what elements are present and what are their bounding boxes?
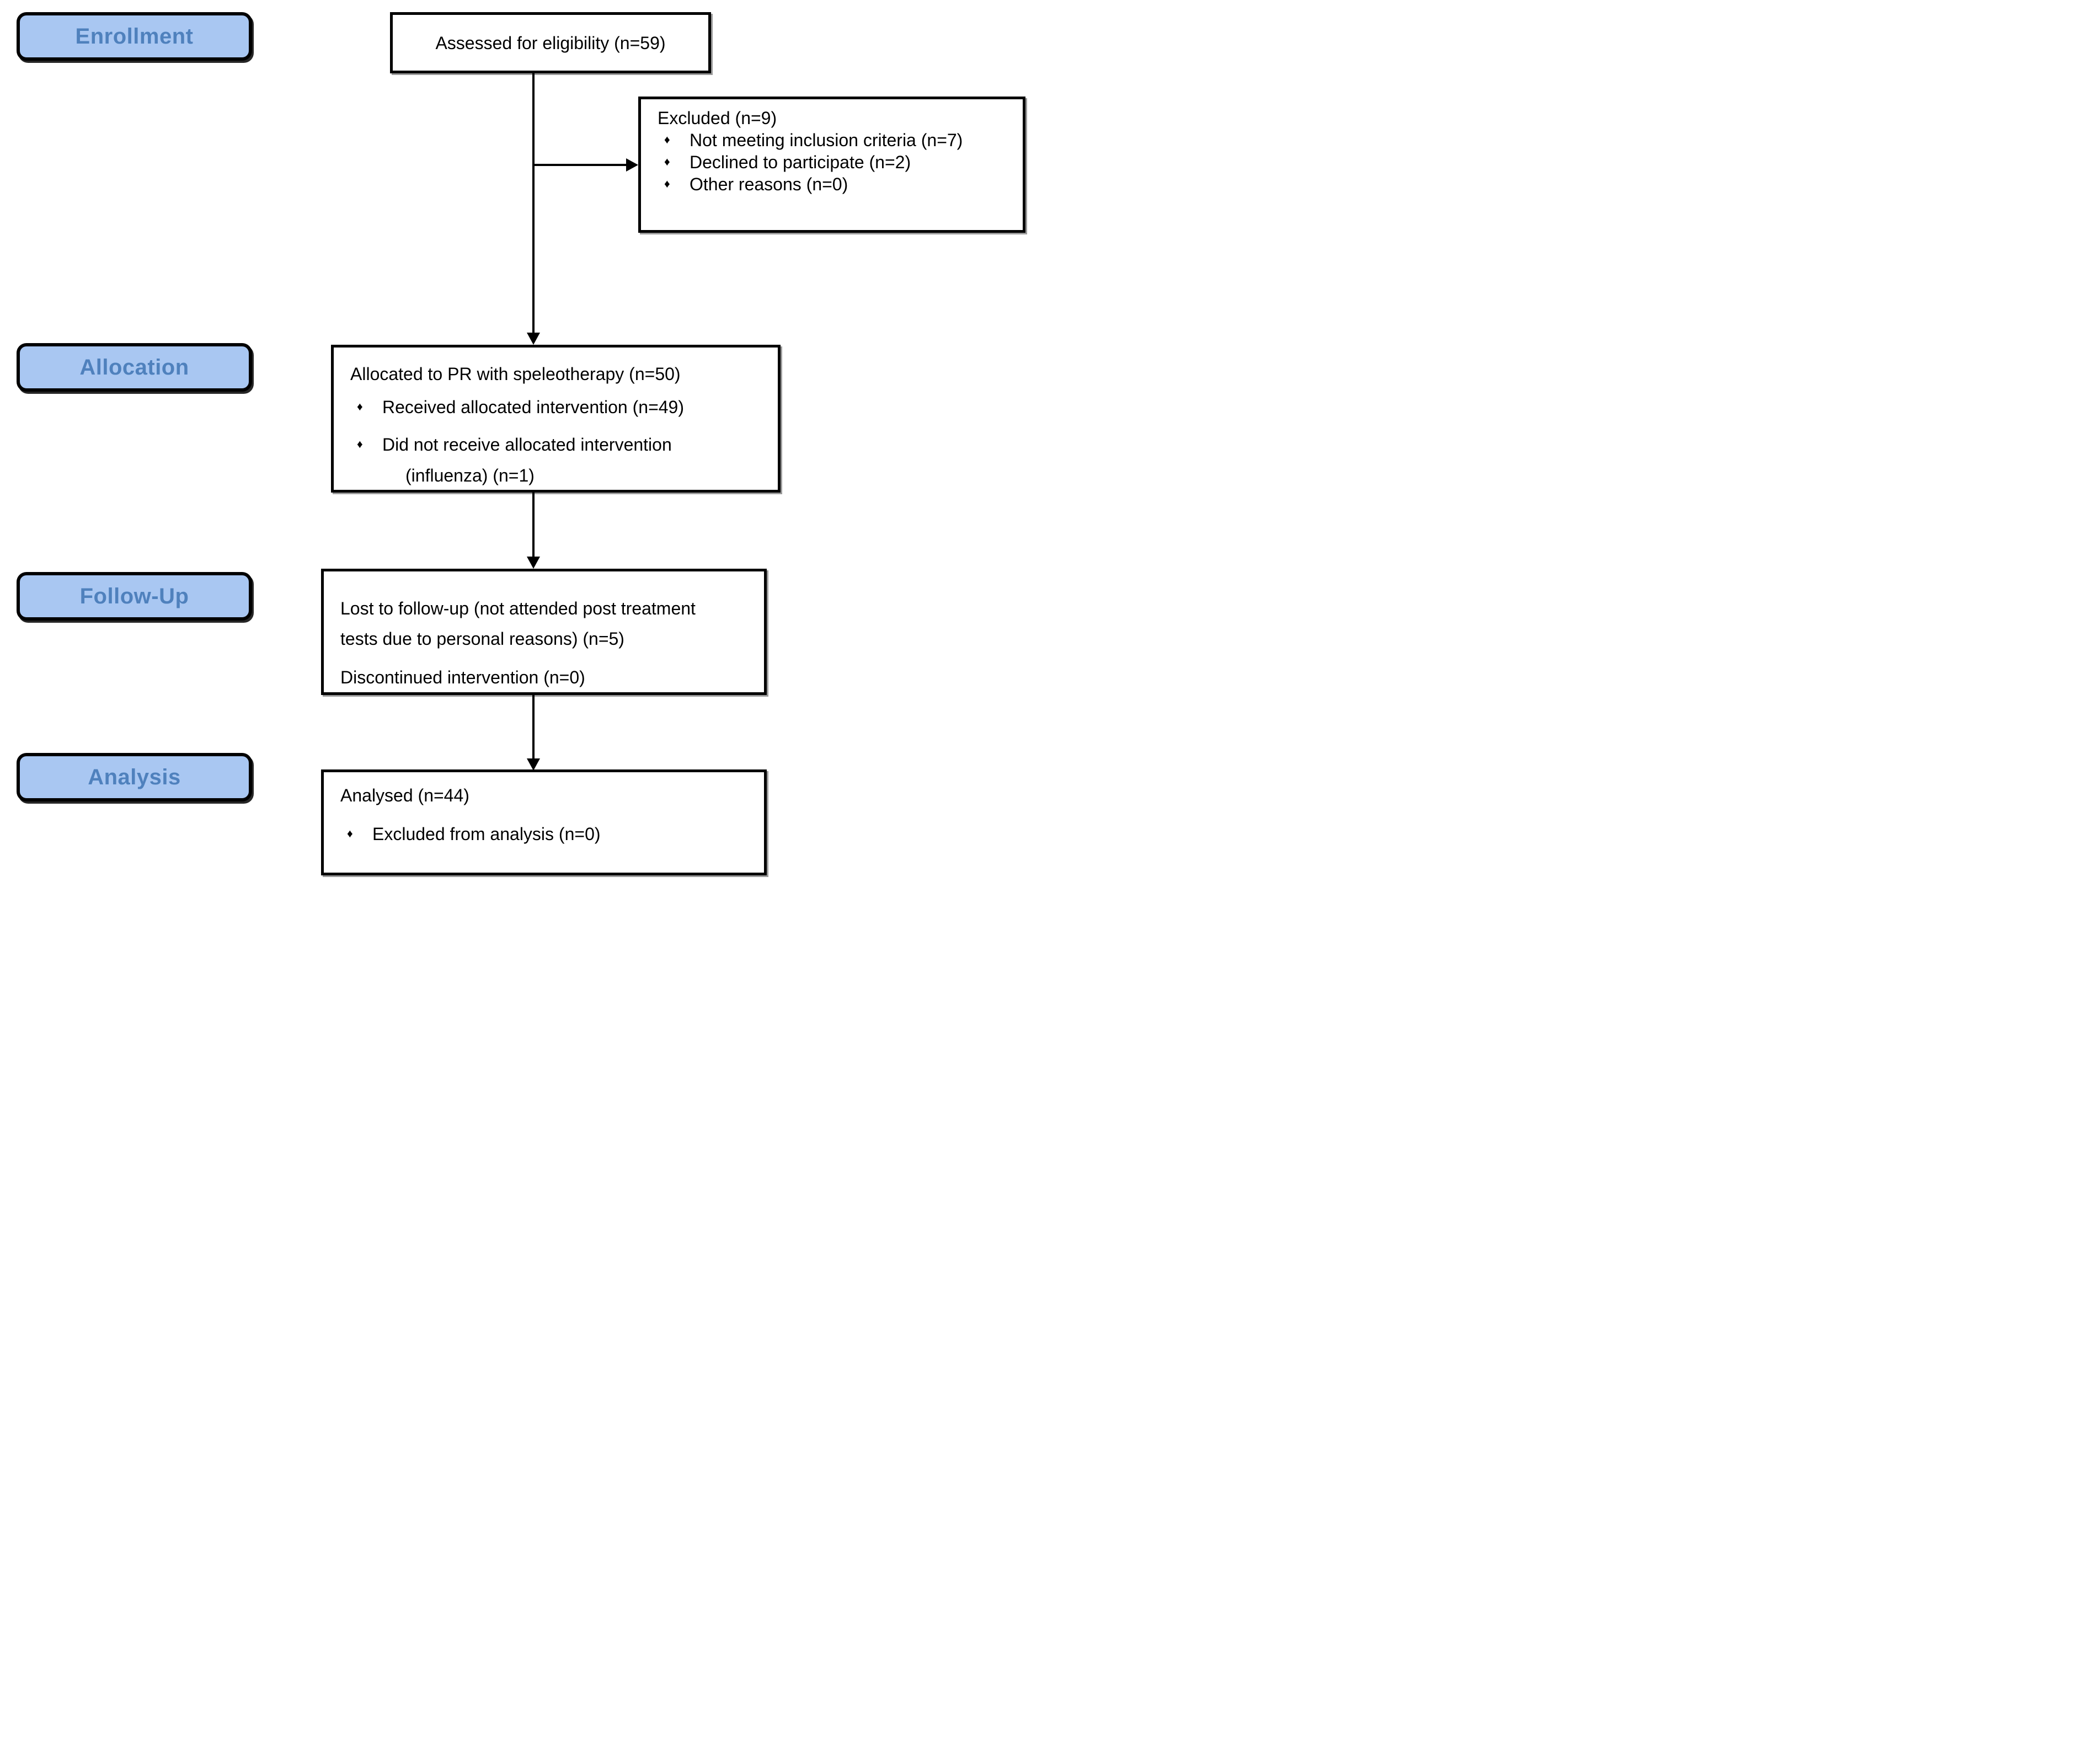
allocation-bullet-text: Received allocated intervention (n=49) [382,397,684,417]
allocation-bullet-continuation: (influenza) (n=1) [405,466,535,485]
allocation-bullet-row: ♦ Did not receive allocated intervention [355,434,767,456]
box-followup: Lost to follow-up (not attended post tre… [321,569,767,695]
arrow-branch-to-excluded-head [626,158,638,172]
excluded-bullet-row: ♦ Other reasons (n=0) [662,173,1012,195]
arrow-assessed-to-allocation-head [527,333,540,345]
diamond-bullet-icon: ♦ [347,827,353,840]
assessed-text: Assessed for eligibility (n=59) [435,33,666,53]
excluded-bullet-text: Declined to participate (n=2) [690,152,911,172]
followup-lost-line: tests due to personal reasons) (n=5) [340,629,624,649]
stage-label-allocation: Allocation [17,343,252,392]
stage-label-analysis-text: Analysis [88,765,181,789]
box-analysis: Analysed (n=44) ♦ Excluded from analysis… [321,769,767,875]
diamond-bullet-icon: ♦ [357,400,363,413]
box-allocation: Allocated to PR with speleotherapy (n=50… [331,345,781,493]
consort-flow-diagram: Enrollment Allocation Follow-Up Analysis… [0,0,1036,882]
excluded-bullet-row: ♦ Not meeting inclusion criteria (n=7) [662,129,1012,151]
stage-label-allocation-text: Allocation [79,355,189,379]
diamond-bullet-icon: ♦ [664,133,670,146]
arrow-branch-to-excluded-line [533,164,627,166]
stage-label-enrollment-text: Enrollment [75,24,194,49]
box-assessed-for-eligibility: Assessed for eligibility (n=59) [390,12,711,73]
arrow-followup-to-analysis-line [532,695,535,760]
arrow-allocation-to-followup-line [532,493,535,558]
analysis-bullet-row: ♦ Excluded from analysis (n=0) [345,823,753,845]
arrow-assessed-to-allocation-line [532,73,535,335]
analysis-bullet-text: Excluded from analysis (n=0) [372,824,601,844]
excluded-bullet-text: Other reasons (n=0) [690,174,848,194]
box-excluded: Excluded (n=9) ♦ Not meeting inclusion c… [638,97,1025,233]
stage-label-enrollment: Enrollment [17,12,252,61]
followup-lost-line: Lost to follow-up (not attended post tre… [340,598,696,618]
allocation-bullet-text: Did not receive allocated intervention [382,435,672,455]
arrow-followup-to-analysis-head [527,758,540,771]
excluded-bullet-row: ♦ Declined to participate (n=2) [662,151,1012,173]
stage-label-followup: Follow-Up [17,572,252,621]
arrow-allocation-to-followup-head [527,557,540,569]
allocation-bullet-row: ♦ Received allocated intervention (n=49) [355,396,767,418]
excluded-bullet-text: Not meeting inclusion criteria (n=7) [690,130,963,150]
stage-label-analysis: Analysis [17,753,252,801]
diamond-bullet-icon: ♦ [664,156,670,168]
allocation-title: Allocated to PR with speleotherapy (n=50… [350,364,681,384]
diamond-bullet-icon: ♦ [357,438,363,451]
excluded-title: Excluded (n=9) [658,108,777,128]
followup-discontinued: Discontinued intervention (n=0) [340,667,585,687]
diamond-bullet-icon: ♦ [664,178,670,190]
analysis-title: Analysed (n=44) [340,785,469,805]
stage-label-followup-text: Follow-Up [79,584,189,608]
